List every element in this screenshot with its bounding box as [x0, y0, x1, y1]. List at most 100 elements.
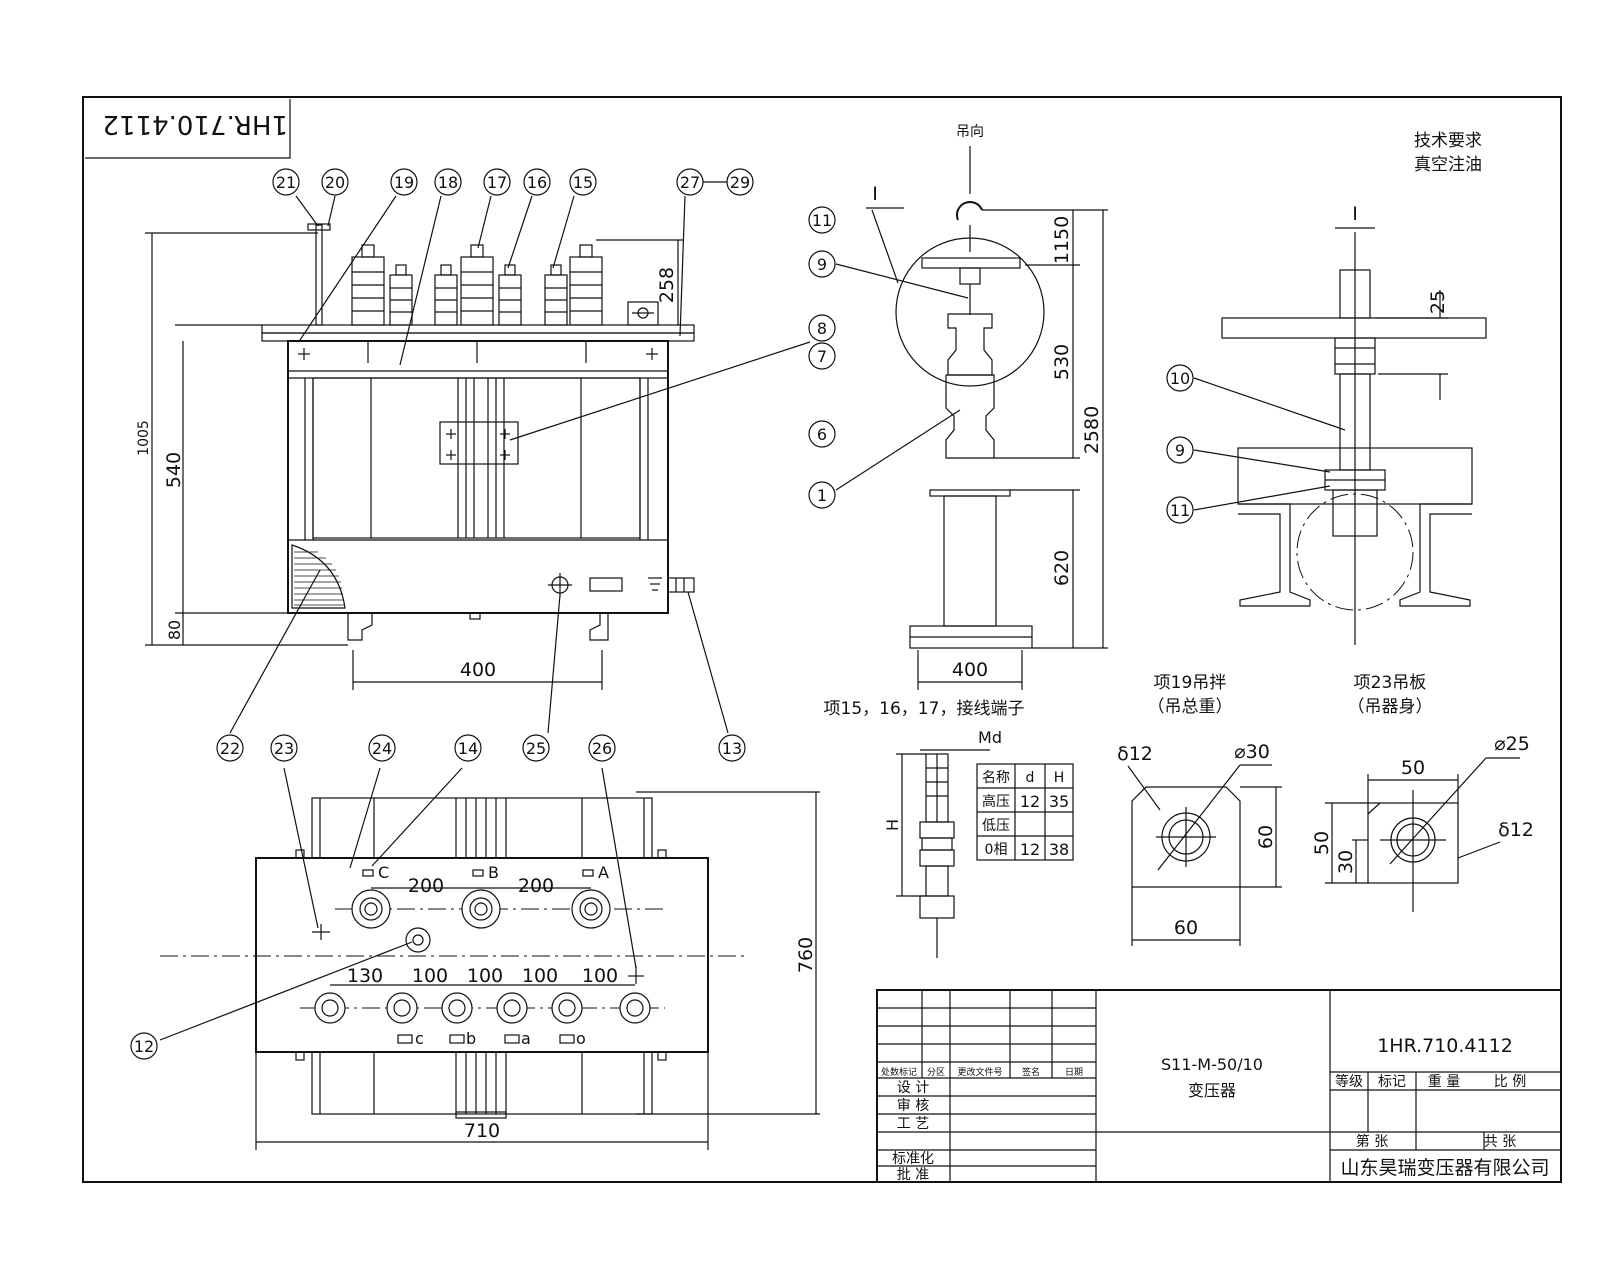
- callout-number: 1: [817, 486, 827, 505]
- item19-plate: 项19吊拌 （吊总重） ⌀30 δ12 60 60: [1117, 673, 1282, 946]
- callout-number: 20: [325, 173, 345, 192]
- product-name: 变压器: [1188, 1081, 1236, 1100]
- callout-number: 12: [134, 1037, 154, 1056]
- callout-number: 24: [372, 739, 392, 758]
- title-block: 处数标记 分区 更改文件号 签名 日期 设 计 审 核 工 艺 标准化 批 准 …: [876, 989, 1562, 1183]
- design-label: 设 计: [897, 1080, 929, 1096]
- table-cell: 12: [1020, 792, 1040, 811]
- front-view: [261, 223, 695, 641]
- callout-number: 23: [274, 739, 294, 758]
- callout-circle: [808, 250, 836, 278]
- item19-subtitle: （吊总重）: [1148, 697, 1233, 717]
- dim-258: 258: [656, 267, 678, 303]
- dim-60-horizontal: 60: [1174, 917, 1198, 939]
- terminal-detail: 项15，16，17，接线端子 Md H 名称 d H 高压 12 35 低压 0…: [824, 699, 1074, 958]
- callout-circle: [808, 481, 836, 509]
- hv-bushing: [351, 244, 385, 326]
- table-cell: 0相: [985, 842, 1008, 858]
- dim-1150: 1150: [1051, 216, 1073, 264]
- dim-530: 530: [1051, 344, 1073, 380]
- callout-number: 7: [817, 347, 827, 366]
- sheet-label: 第 张: [1356, 1133, 1388, 1150]
- lv-labels: c b a o: [397, 1029, 586, 1048]
- grade-cell: 标记: [1378, 1074, 1406, 1090]
- dim-2580: 2580: [1081, 406, 1103, 454]
- callout-number: 6: [817, 425, 827, 444]
- item23-plate: 项23吊板 （吊器身） ⌀25 50 50 30 δ12: [1311, 673, 1534, 912]
- process-label: 工 艺: [897, 1116, 929, 1132]
- callout-circle: [454, 734, 482, 762]
- callout-circle: [676, 168, 704, 196]
- callout-number: 9: [817, 255, 827, 274]
- dim-200-right: 200: [518, 875, 554, 897]
- callout-number: 13: [722, 739, 742, 758]
- callout-circle: [272, 168, 300, 196]
- terminal-label-o: o: [576, 1029, 586, 1048]
- callout-number: 19: [394, 173, 414, 192]
- front-leaders: [229, 181, 811, 734]
- dim-100-4: 100: [582, 965, 618, 987]
- dim-delta12-b: δ12: [1498, 819, 1534, 841]
- callout-number: 26: [592, 739, 612, 758]
- table-cell: 12: [1020, 840, 1040, 859]
- dim-H: H: [883, 819, 902, 831]
- dim-80: 80: [165, 620, 184, 640]
- item19-title: 项19吊拌: [1154, 673, 1227, 693]
- callout-number: 22: [220, 739, 240, 758]
- company-name: 山东昊瑞变压器有限公司: [1340, 1157, 1549, 1179]
- dim-540: 540: [163, 452, 185, 488]
- grade-cell: 等级: [1335, 1073, 1363, 1090]
- terminal-label-C: C: [378, 863, 389, 882]
- callout-circle: [569, 168, 597, 196]
- table-header-name: 名称: [982, 770, 1010, 786]
- callout-number: 18: [438, 173, 458, 192]
- callout-circle: [718, 734, 746, 762]
- callout-number: 29: [730, 173, 750, 192]
- dim-60-vertical: 60: [1255, 825, 1277, 849]
- callout-number: 9: [1175, 441, 1185, 460]
- terminal-label-b: b: [466, 1029, 476, 1048]
- dim-50-horizontal: 50: [1401, 757, 1425, 779]
- callout-circle: [523, 168, 551, 196]
- terminal-label-a: a: [521, 1029, 531, 1048]
- hv-terminals: [351, 889, 611, 929]
- section-mark-I: I: [872, 183, 878, 205]
- table-cell: 高压: [982, 793, 1010, 810]
- grade-cell: 重 量: [1428, 1074, 1460, 1090]
- callout-number: 10: [1170, 369, 1190, 388]
- dim-phi30: ⌀30: [1234, 741, 1270, 763]
- lv-terminals: [314, 992, 651, 1024]
- mirrored-drawing-number-box: 1HR.710.4112: [85, 99, 291, 159]
- sign-header: 分区: [927, 1067, 945, 1078]
- model-number: S11-M-50/10: [1161, 1055, 1263, 1074]
- table-header-H: H: [1054, 770, 1065, 786]
- mirrored-drawing-number: 1HR.710.4112: [102, 109, 288, 139]
- callout-number: 16: [527, 173, 547, 192]
- dim-200-left: 200: [408, 875, 444, 897]
- standard-label: 标准化: [892, 1151, 934, 1167]
- dim-710: 710: [464, 1120, 500, 1142]
- dim-phi25: ⌀25: [1494, 733, 1530, 755]
- sign-header: 签名: [1022, 1066, 1040, 1078]
- dim-1005: 1005: [136, 420, 152, 456]
- callout-circle: [368, 734, 396, 762]
- table-cell: 38: [1049, 840, 1069, 859]
- callout-number: 8: [817, 319, 827, 338]
- detail-mark-I: I: [1352, 203, 1358, 225]
- table-header-d: d: [1026, 770, 1035, 786]
- item23-title: 项23吊板: [1354, 673, 1427, 693]
- terminal-label-B: B: [488, 863, 499, 882]
- hv-labels: C B A: [362, 863, 609, 882]
- front-view-dimensions: 1005 540 80 258 400: [136, 232, 684, 690]
- sign-header: 日期: [1065, 1067, 1083, 1078]
- dim-620: 620: [1051, 550, 1073, 586]
- terminal-label-A: A: [598, 863, 609, 882]
- hatched-corner: [291, 544, 346, 609]
- tech-title: 技术要求: [1414, 131, 1482, 151]
- callout-circle: [808, 342, 836, 370]
- callout-circle: [321, 168, 349, 196]
- lv-bushing: [434, 264, 458, 326]
- callout-number: 11: [1170, 501, 1190, 520]
